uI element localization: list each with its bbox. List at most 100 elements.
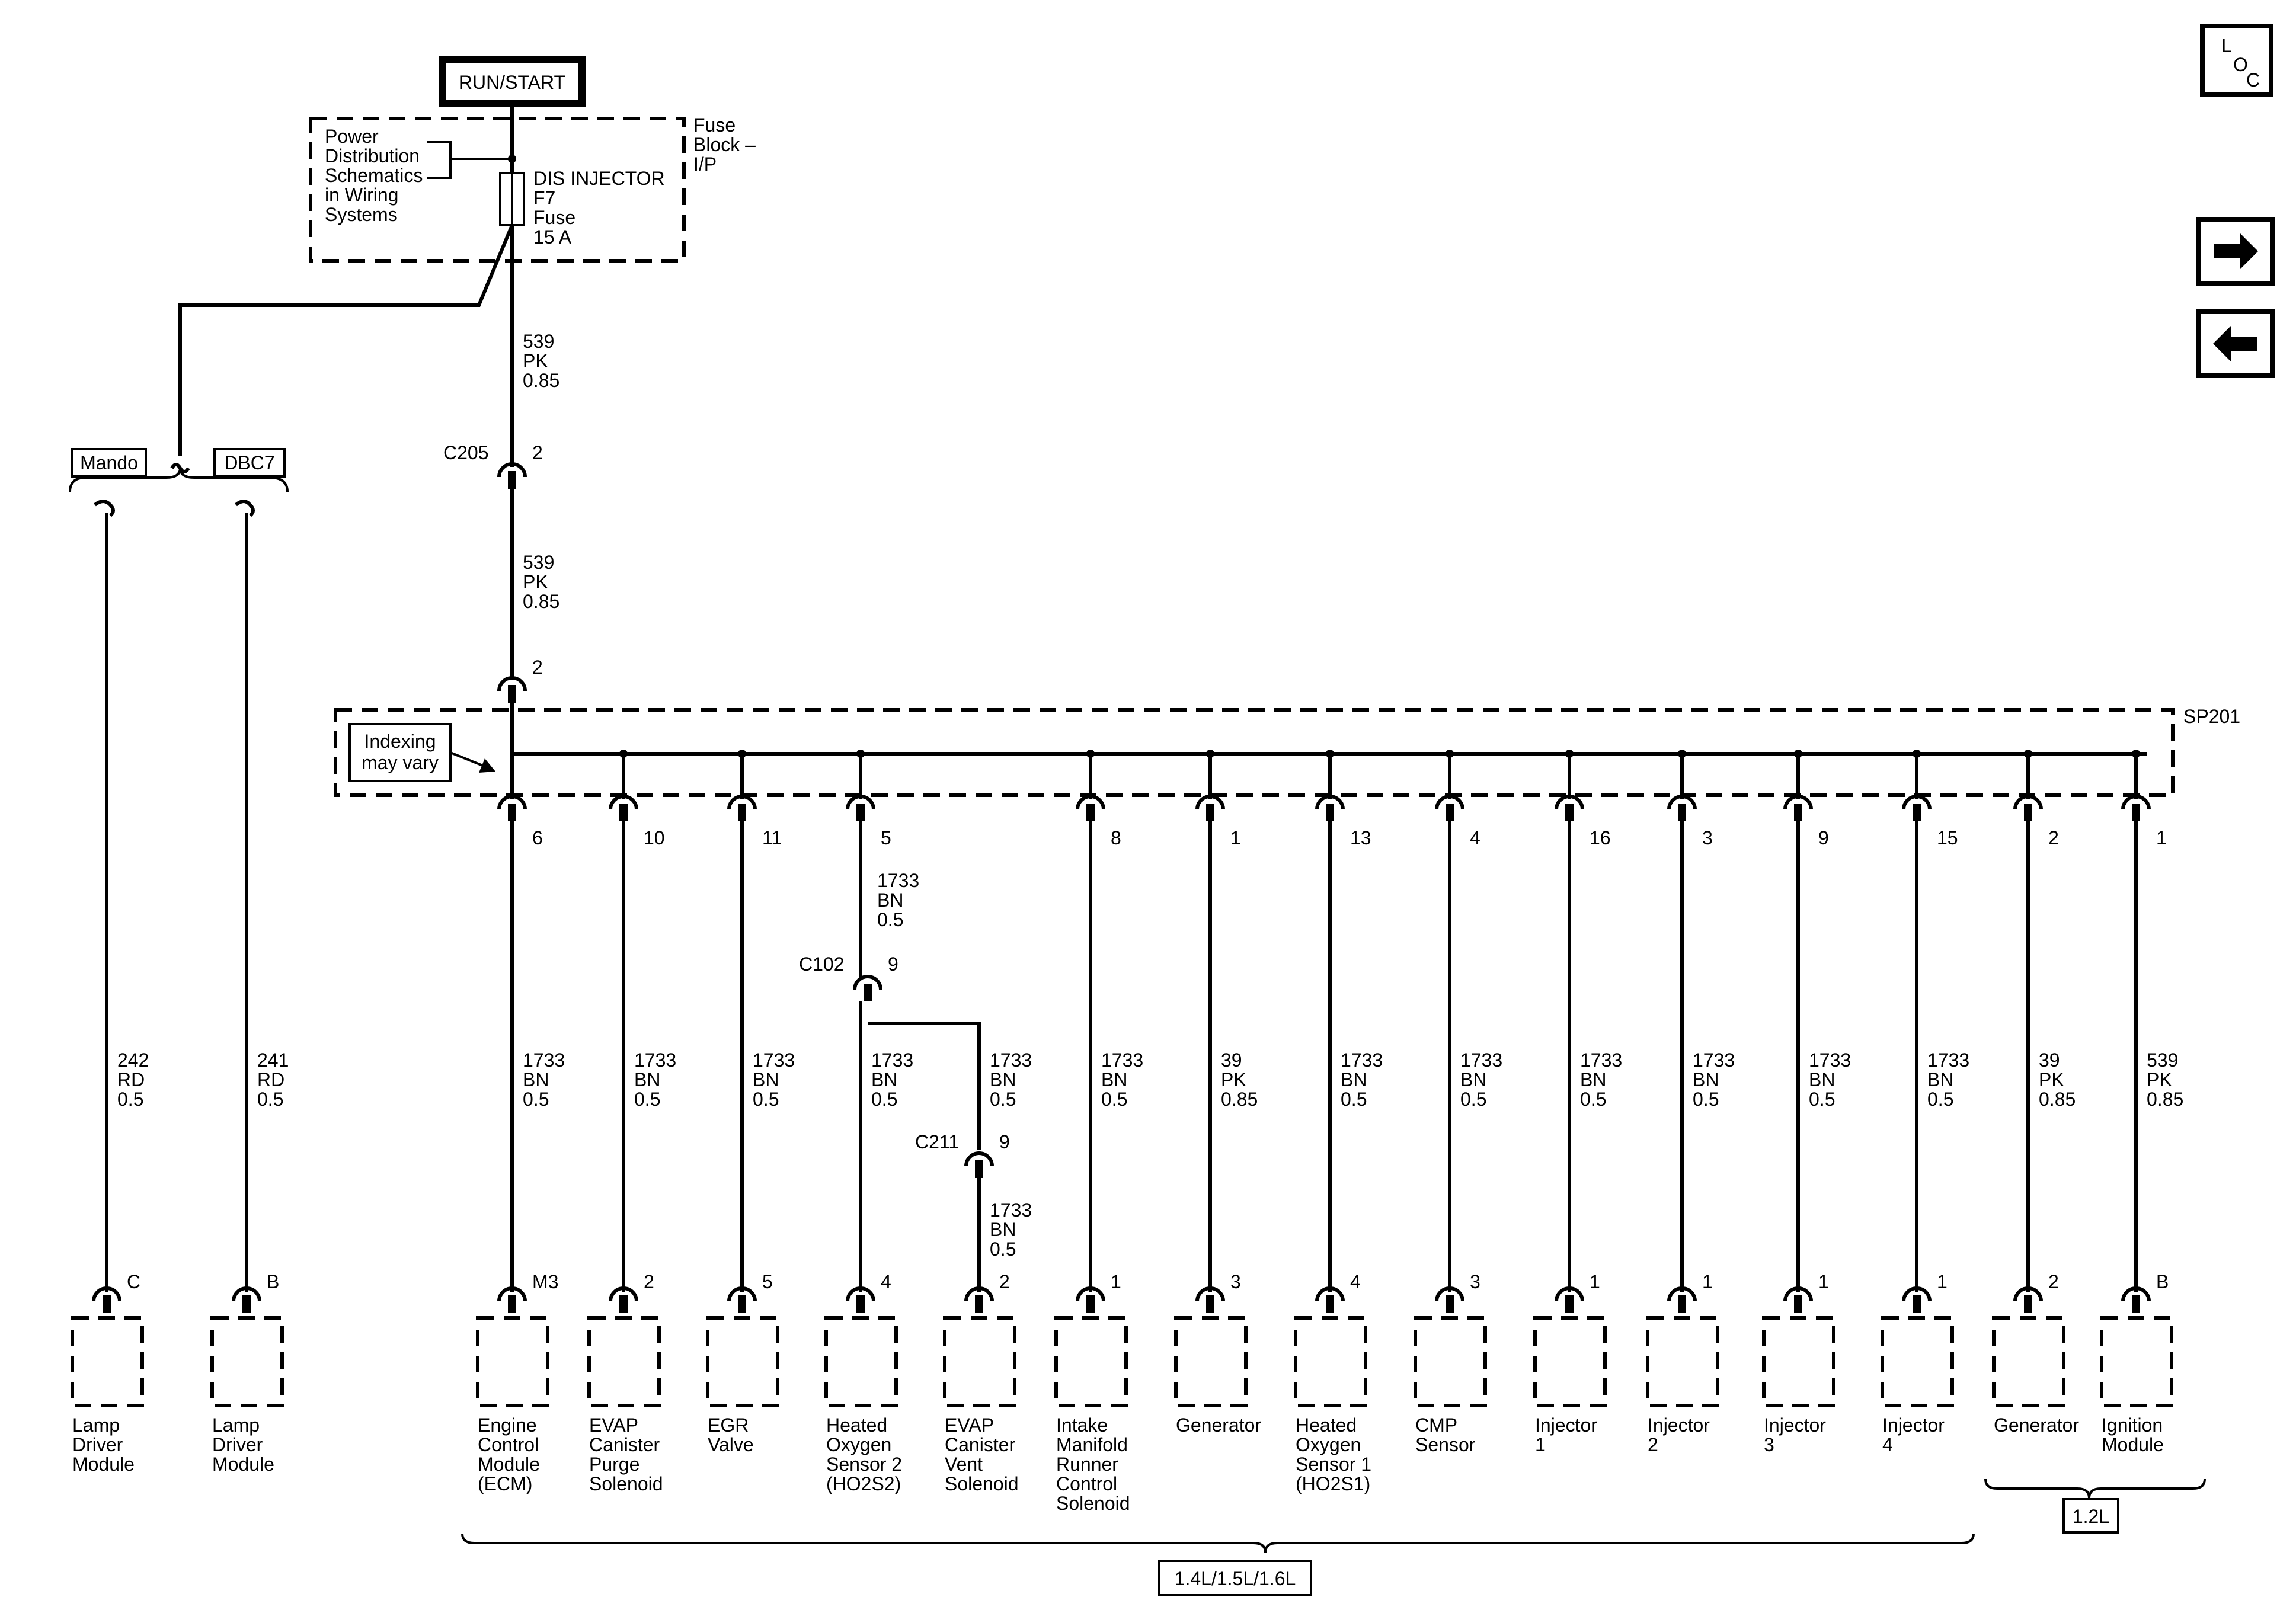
power-distribution-reference: Power Distribution Schematics in Wiring … [325,126,512,225]
engine-brace-14-16 [461,1533,1975,1553]
component-connector [609,1286,638,1313]
wire-circuit: 1733 [634,1049,676,1071]
svg-text:1.4L/1.5L/1.6L: 1.4L/1.5L/1.6L [1175,1568,1296,1589]
svg-text:in Wiring: in Wiring [325,184,398,206]
component-pin-label: C [127,1271,140,1292]
component-name-line: Module [2102,1434,2164,1455]
arrow-right-icon[interactable] [2196,217,2275,286]
component-name-line: Injector [1648,1414,1710,1436]
splice-sp201-outline [334,708,2175,797]
component-box [476,1316,549,1407]
wire-color: PK [1221,1069,1246,1090]
svg-text:2: 2 [532,442,543,463]
wire-circuit: 1733 [1341,1049,1383,1071]
splice-connector [727,795,757,821]
component-name-line: Driver [72,1434,123,1455]
fuse-block-outline [309,117,686,263]
svg-text:1.2L: 1.2L [2073,1506,2109,1527]
component-pin-label: 2 [999,1271,1010,1292]
wire-color: BN [753,1069,779,1090]
lamp-driver-circuits: 242RD0.5CLampDriverModule241RD0.5BLampDr… [71,1049,289,1475]
component-name-line: (HO2S1) [1296,1473,1370,1494]
wire-size: 0.5 [1809,1089,1835,1110]
svg-text:BN: BN [990,1219,1016,1240]
component-name-line: Injector [1764,1414,1826,1436]
fuse-f7: DIS INJECTOR F7 Fuse 15 A [499,168,665,248]
wire-size: 0.5 [1101,1089,1127,1110]
wire-label-c211: 1733 BN 0.5 [990,1199,1032,1260]
component-name-line: 3 [1764,1434,1774,1455]
wire-color: PK [2147,1069,2172,1090]
splice-connector [846,795,875,821]
component-name-line: Canister [589,1434,660,1455]
splice-sp201-label: SP201 [2183,706,2240,727]
component-pin-label: B [267,1271,279,1292]
wire-circuit: 539 [2147,1049,2178,1071]
splice-connector [2013,795,2043,821]
wire-color: BN [1927,1069,1953,1090]
component-pin-label: 3 [1470,1271,1480,1292]
wire-color: BN [523,1069,549,1090]
wire-label-main-1: 539 PK 0.85 [523,331,559,391]
arrow-left-icon[interactable] [2196,309,2275,378]
wire-circuit: 39 [1221,1049,1242,1071]
component-name-line: EVAP [945,1414,994,1436]
svg-text:PK: PK [523,571,548,593]
splice-pin-label: 1 [1230,827,1241,849]
svg-text:0.85: 0.85 [523,370,559,391]
component-connector [1783,1286,1813,1313]
svg-text:DBC7: DBC7 [224,452,274,473]
component-pin-label: 4 [1350,1271,1361,1292]
component-box [1762,1316,1835,1407]
component-name-line: Heated [826,1414,887,1436]
svg-text:C211: C211 [915,1131,959,1153]
svg-text:9: 9 [888,953,898,975]
component-pin-label: 4 [881,1271,891,1292]
loc-button[interactable]: L O C [2200,24,2273,97]
wire-size: 0.5 [1927,1089,1953,1110]
component-name-line: Valve [708,1434,754,1455]
component-name: Generator [1176,1414,1261,1436]
component-name-line: Sensor 1 [1296,1454,1371,1475]
splice-connector [1435,795,1464,821]
component-name-line: Oxygen [1296,1434,1361,1455]
component-box [1646,1316,1719,1407]
wire-color: BN [990,1069,1016,1090]
component-name-line: Purge [589,1454,639,1475]
svg-text:Schematics: Schematics [325,165,423,186]
svg-text:Mando: Mando [80,452,138,473]
wire-circuit: 1733 [1927,1049,1969,1071]
component-pin-label: 1 [1937,1271,1948,1292]
wire-circuit: 1733 [1101,1049,1143,1071]
wire-color: RD [117,1069,145,1090]
svg-text:Distribution: Distribution [325,145,420,167]
component-name-line: Vent [945,1454,983,1475]
component-box [1174,1316,1248,1407]
wire-size: 0.5 [753,1089,779,1110]
wire-color: BN [1693,1069,1719,1090]
component-pin-label: B [2156,1271,2169,1292]
component-name-line: Sensor 2 [826,1454,902,1475]
splice-pin-label: 15 [1937,827,1958,849]
wire-circuit: 39 [2039,1049,2060,1071]
svg-text:RUN/START: RUN/START [459,72,565,93]
component-name-line: CMP [1415,1414,1457,1436]
svg-text:O: O [2233,54,2248,75]
